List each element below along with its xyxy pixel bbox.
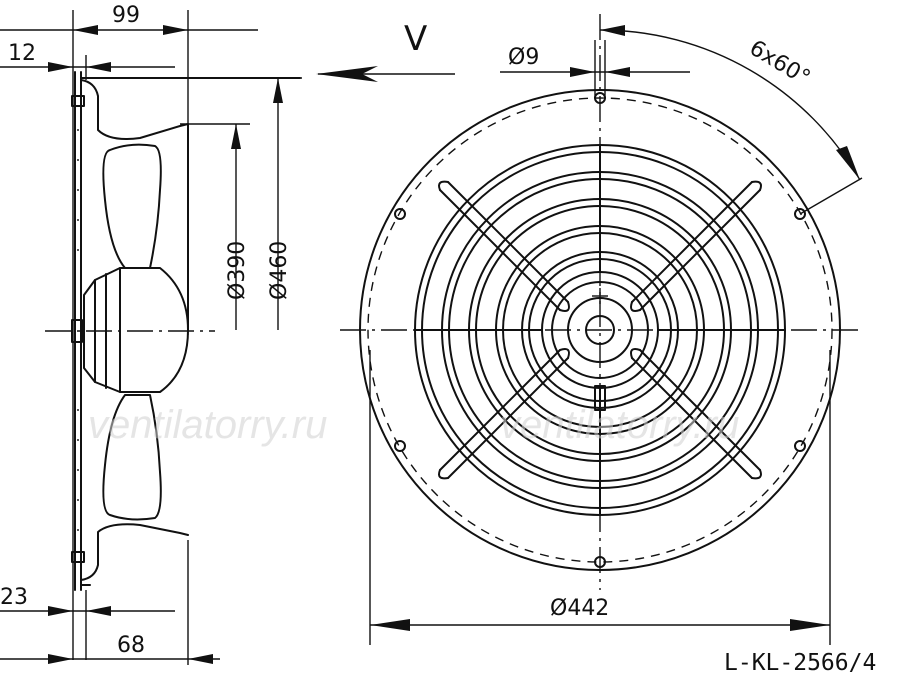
- dim-flange-diameter: Ø460: [267, 241, 292, 300]
- airflow-label: V: [404, 19, 427, 59]
- watermark-left: ventilatorry.ru: [88, 403, 327, 447]
- dim-hole-pattern: 6x60°: [745, 36, 814, 91]
- cross-bars: [438, 180, 762, 480]
- dim-overall-depth: 99: [112, 3, 140, 28]
- dim-hole: Ø9: [508, 45, 539, 70]
- side-view: 99 12: [0, 3, 455, 665]
- model-code: L-KL-2566/4: [724, 650, 876, 676]
- dim-blade-diameter: Ø390: [225, 241, 250, 300]
- watermark-right: ventilatorry.ru: [500, 403, 739, 447]
- dim-bottom-offset: 23: [0, 585, 28, 610]
- front-view: Ø9 6x60° Ø442: [340, 14, 863, 645]
- dim-body-depth: 68: [117, 633, 145, 658]
- dim-outer-diameter: Ø442: [550, 596, 609, 621]
- dim-flange: 12: [8, 41, 36, 66]
- mounting-holes: [394, 92, 806, 568]
